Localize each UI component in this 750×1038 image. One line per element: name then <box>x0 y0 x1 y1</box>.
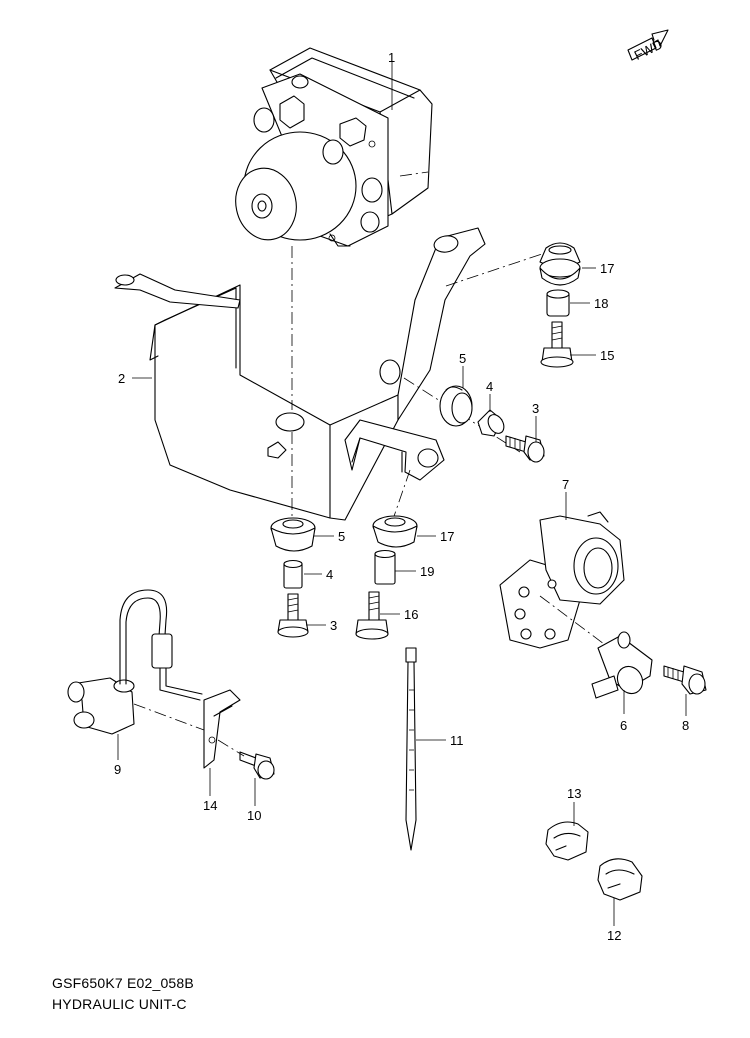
grommet-top <box>539 242 581 286</box>
callout-14: 14 <box>203 798 217 813</box>
callout-6: 6 <box>620 718 627 733</box>
clamp-14 <box>203 689 241 769</box>
callout-16: 16 <box>404 607 418 622</box>
callout-5-right: 5 <box>459 351 466 366</box>
bolt-10 <box>239 751 275 780</box>
cable-tie-11 <box>405 647 417 851</box>
callouts: 1 2 17 18 15 5 4 3 7 5 17 4 19 16 3 6 8 … <box>114 50 689 943</box>
callout-7: 7 <box>562 477 569 492</box>
bolt-3-right <box>505 435 545 463</box>
grommet-5-lower <box>270 517 316 552</box>
callout-15: 15 <box>600 348 614 363</box>
callout-9: 9 <box>114 762 121 777</box>
callout-17-lower: 17 <box>440 529 454 544</box>
diagram-code: GSF650K7 E02_058B <box>52 975 194 991</box>
callout-8: 8 <box>682 718 689 733</box>
callout-3-right: 3 <box>532 401 539 416</box>
callout-2: 2 <box>118 371 125 386</box>
callout-3-lower: 3 <box>330 618 337 633</box>
bolt-8 <box>663 665 707 695</box>
grommet-5-right <box>439 385 473 427</box>
wheel-sensor-6 <box>591 631 653 699</box>
bolt-16 <box>355 591 389 640</box>
callout-5-lower: 5 <box>338 529 345 544</box>
callout-13: 13 <box>567 786 581 801</box>
callout-1: 1 <box>388 50 395 65</box>
callout-17-top: 17 <box>600 261 614 276</box>
sensor-9 <box>67 589 203 735</box>
callout-19: 19 <box>420 564 434 579</box>
fwd-arrow-icon: FWD <box>627 29 669 63</box>
collar-18 <box>546 289 570 317</box>
clip-13 <box>545 821 589 861</box>
bolt-15 <box>540 321 574 368</box>
collar-4-lower <box>283 559 303 589</box>
callout-10: 10 <box>247 808 261 823</box>
fwd-label: FWD <box>632 36 665 62</box>
callout-18: 18 <box>594 296 608 311</box>
mounting-bracket <box>114 227 486 521</box>
collar-4-right <box>477 409 505 437</box>
abs-hydraulic-unit <box>235 47 433 247</box>
bolt-3-lower <box>277 593 309 638</box>
callout-12: 12 <box>607 928 621 943</box>
clip-12 <box>597 858 643 901</box>
grommet-17-lower <box>372 515 418 548</box>
leader-lines <box>117 62 687 926</box>
sensor-bracket-7 <box>499 511 625 649</box>
callout-11: 11 <box>450 733 464 748</box>
callout-4-right: 4 <box>486 379 493 394</box>
callout-4-lower: 4 <box>326 567 333 582</box>
collar-19 <box>374 549 396 585</box>
diagram-title: HYDRAULIC UNIT-C <box>52 996 187 1012</box>
